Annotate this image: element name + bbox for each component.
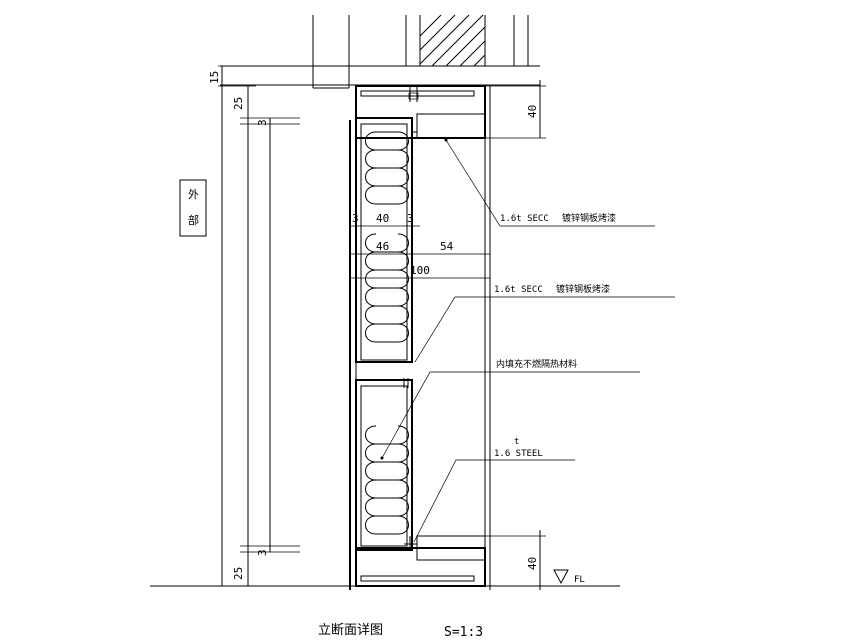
note-1-spec: 1.6t SECC <box>500 214 549 224</box>
bottom-channel <box>355 535 486 587</box>
left-dimensions <box>218 65 300 587</box>
upper-frame <box>220 14 540 89</box>
dim-bottom-gap: 25 <box>232 567 245 580</box>
side-box-text-1: 外 <box>188 188 199 201</box>
right-dimensions <box>485 80 546 590</box>
note-1-desc: 镀锌钢板烤漆 <box>562 212 616 224</box>
note-4-super: t <box>514 437 519 447</box>
exterior-label-box <box>179 179 207 237</box>
note-4: 1.6 STEEL <box>494 449 543 459</box>
dim-inner-b: 46 <box>376 240 389 253</box>
dim-small-mid-2: 3 <box>407 212 414 225</box>
note-2-desc: 镀锌钢板烤漆 <box>556 283 610 295</box>
dim-small-left-top: 3 <box>256 119 269 126</box>
leader-lines <box>380 138 675 543</box>
drawing-title: 立断面详图 <box>318 623 383 638</box>
hatch-pattern <box>419 14 486 67</box>
side-box-text-2: 部 <box>188 213 199 227</box>
drawing-scale: S=1:3 <box>444 625 483 640</box>
dim-overall: 100 <box>410 264 430 277</box>
note-3: 内填充不燃隔热材料 <box>496 358 577 370</box>
insulation-lower <box>365 425 409 535</box>
dim-inner-a: 40 <box>376 212 389 225</box>
top-channel <box>355 85 486 139</box>
dim-top-right: 40 <box>526 105 539 118</box>
dim-top-offset: 15 <box>208 71 221 84</box>
floor-marker-icon <box>553 569 569 585</box>
door-leaf <box>349 86 491 590</box>
dim-top-gap: 25 <box>232 97 245 110</box>
dim-inner-right: 54 <box>440 240 454 253</box>
insulation-upper <box>365 131 409 343</box>
dim-small-mid-1: 3 <box>352 212 359 225</box>
dim-small-left-bottom: 3 <box>256 549 269 556</box>
mid-dimensions <box>349 214 490 282</box>
floor-label: FL <box>574 575 585 585</box>
dim-bottom-right: 40 <box>526 557 539 570</box>
note-2-spec: 1.6t SECC <box>494 285 543 295</box>
